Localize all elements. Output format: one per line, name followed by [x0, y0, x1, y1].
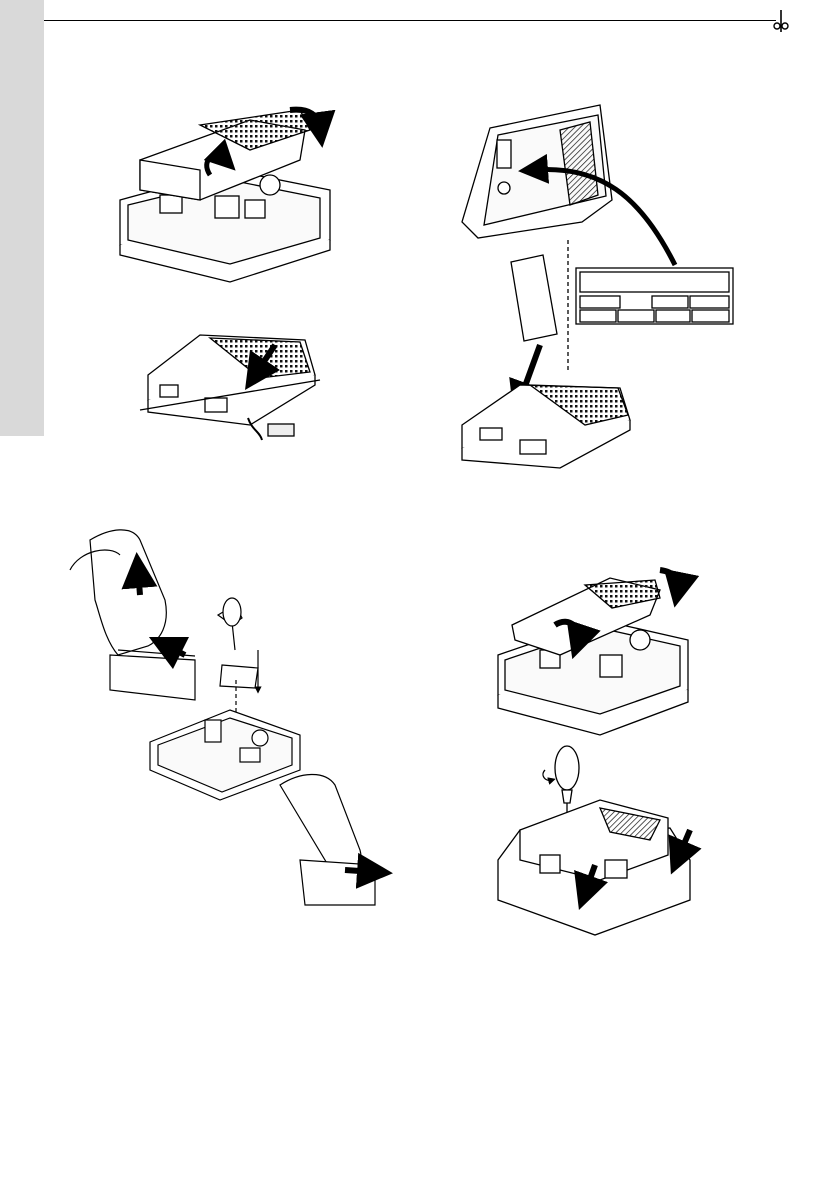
- fig2-cover-closed-press: [140, 335, 320, 440]
- fig5-cover-closing: [498, 570, 688, 735]
- fig3-label-insert: [462, 105, 733, 468]
- fig6-screw-tightening: [498, 746, 690, 935]
- fig1-cover-tilted-open: [120, 110, 330, 282]
- fig4-module-install: [70, 530, 375, 905]
